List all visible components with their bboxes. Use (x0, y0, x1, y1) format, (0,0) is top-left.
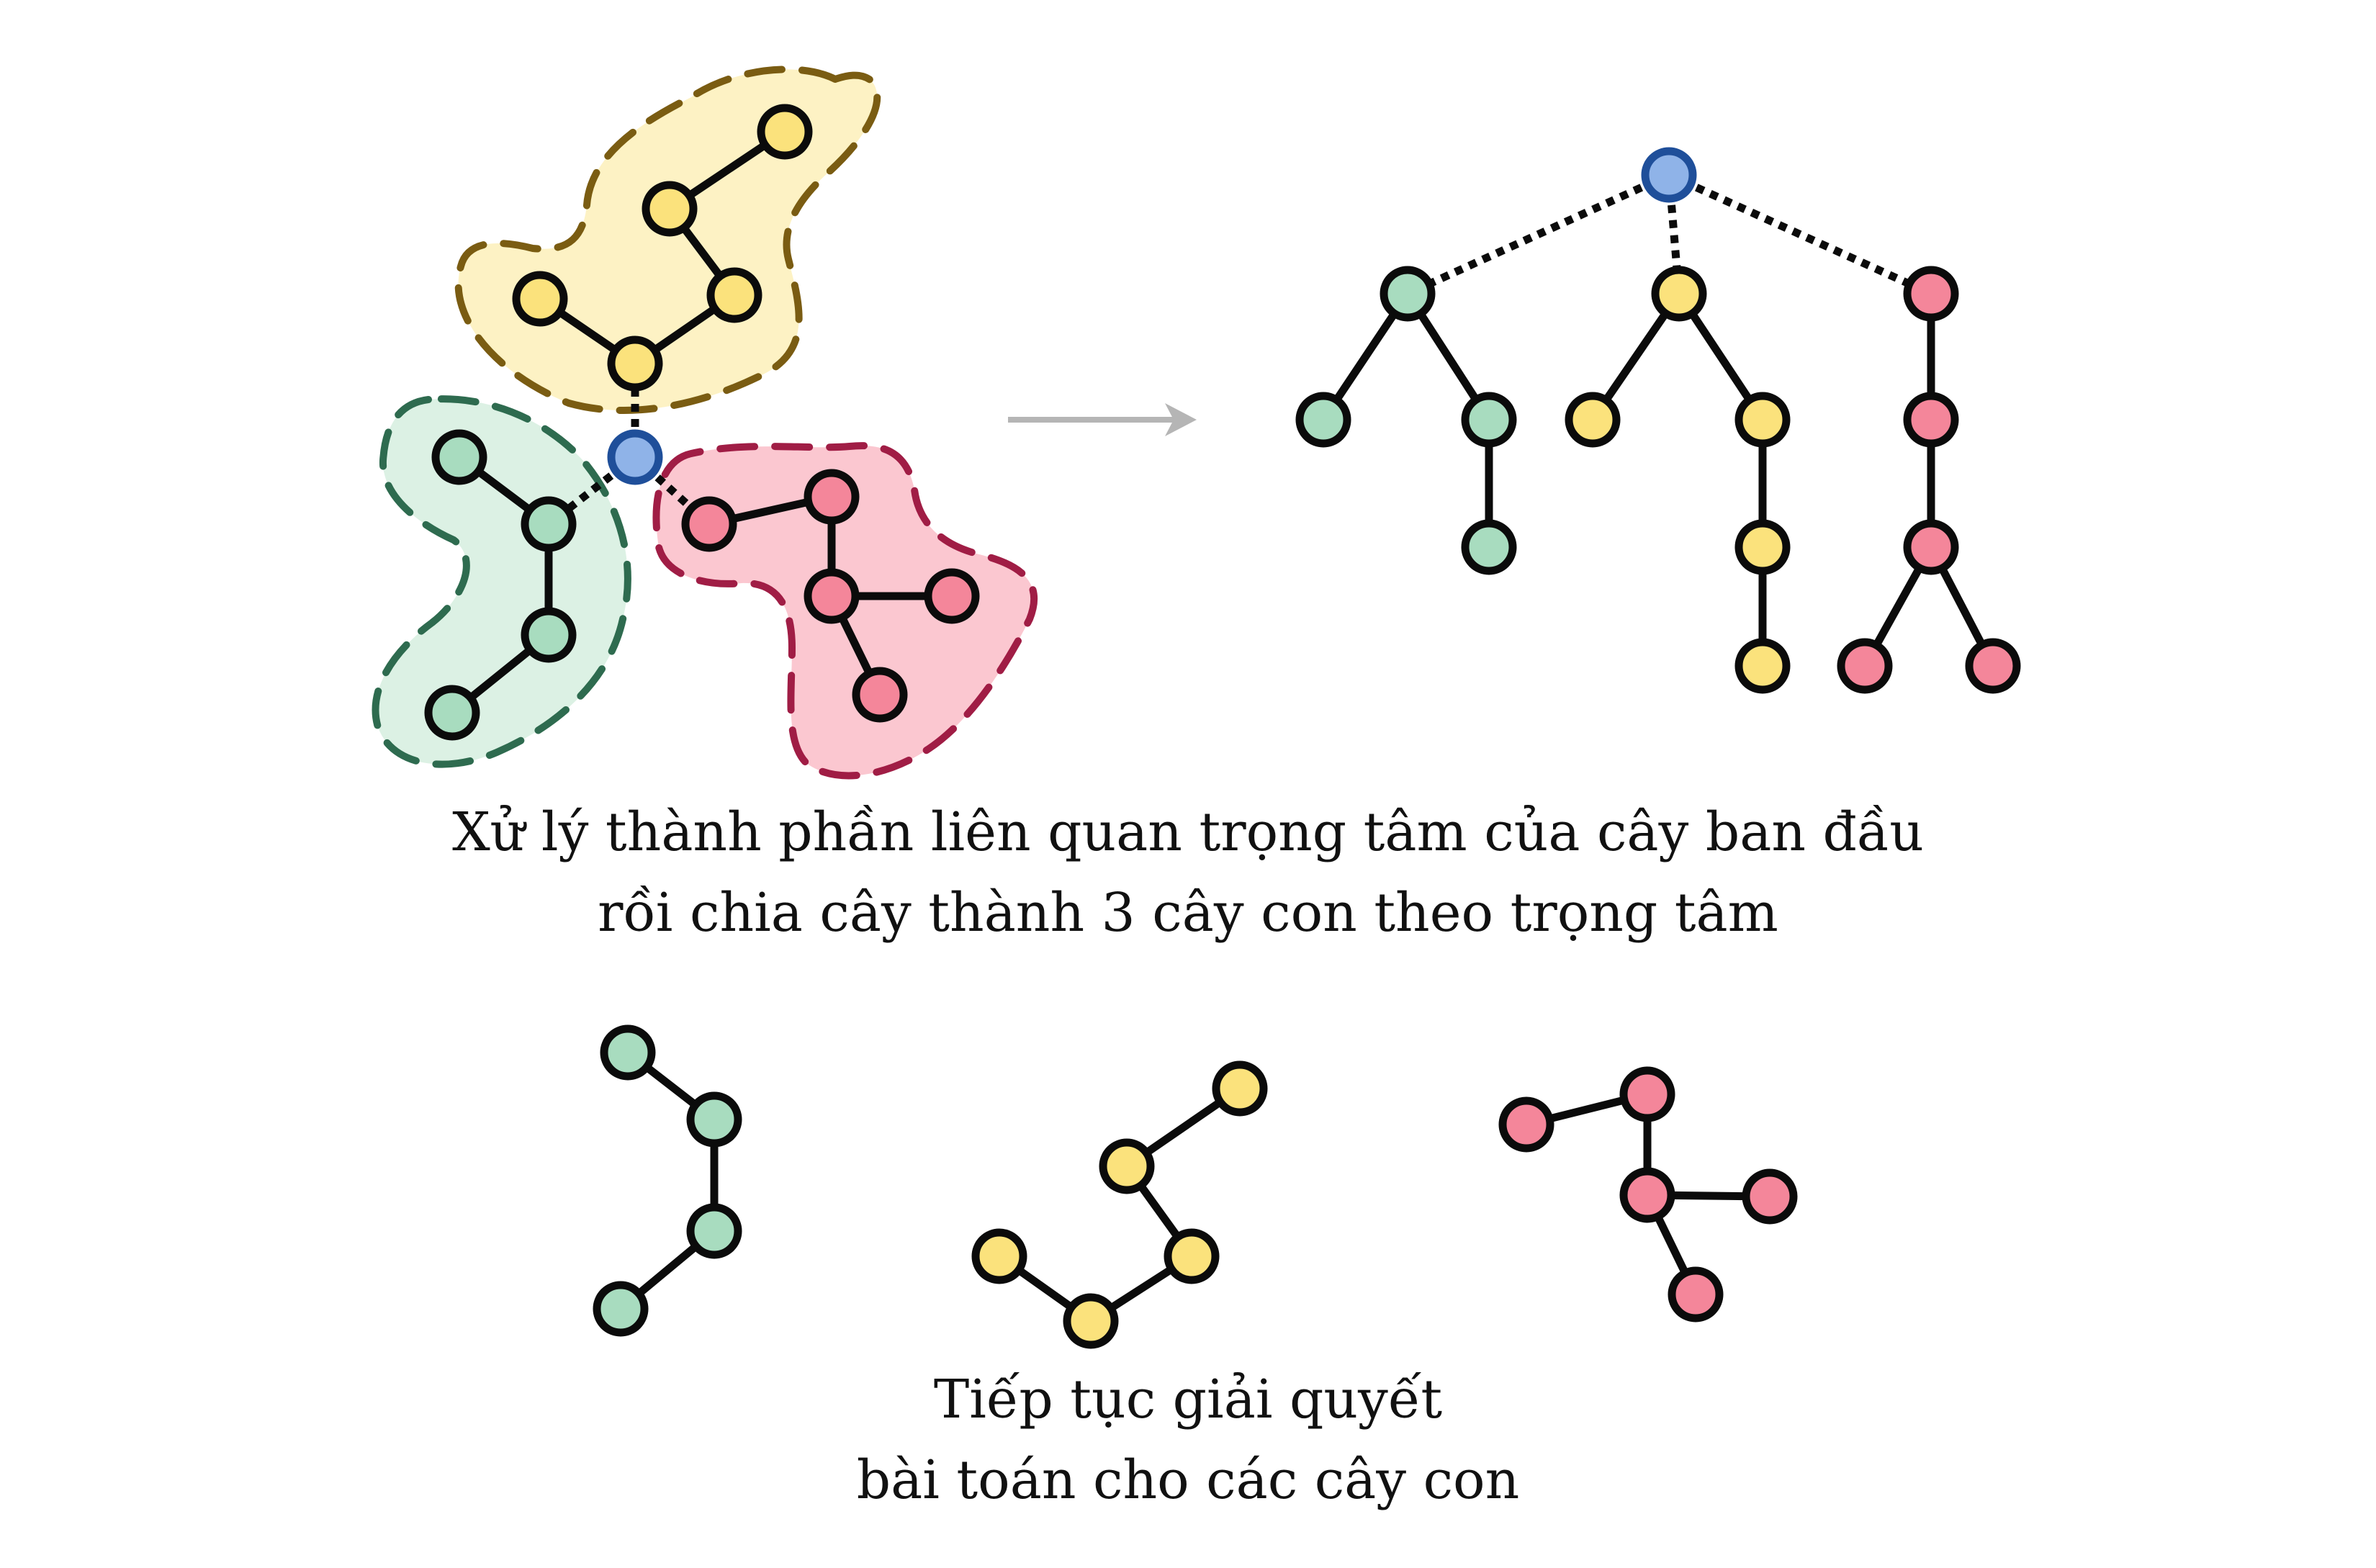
bottom-caption-line-1: Tiếp tục giải quyết (933, 1369, 1443, 1430)
root-link-pink (1667, 171, 1933, 298)
pink-node (1498, 1096, 1554, 1153)
pink-node (852, 667, 908, 723)
pink-node (1742, 1168, 1798, 1225)
yellow-node (607, 335, 663, 392)
green-node (424, 685, 480, 741)
pink-node (924, 568, 980, 624)
pink-node (1965, 638, 2021, 694)
yellow-node (1212, 1060, 1268, 1117)
root-link-green (1405, 171, 1671, 298)
yellow-cluster-blob (454, 66, 881, 414)
pink-node (681, 496, 737, 552)
green-node (1461, 519, 1517, 575)
pink-node (1619, 1167, 1675, 1223)
yellow-node (1063, 1293, 1119, 1349)
green-node (593, 1281, 649, 1337)
green-node (600, 1024, 656, 1081)
pink-node (1903, 266, 1959, 322)
green-node (1295, 392, 1351, 448)
yellow-node (1734, 638, 1791, 694)
bottom-caption: Tiếp tục giải quyết bài toán cho các cây… (0, 1359, 2376, 1520)
pink-node (804, 568, 860, 624)
pink-node (1668, 1266, 1724, 1323)
green-subtree (593, 1024, 742, 1337)
centroid-node (607, 429, 663, 485)
yellow-node (1099, 1138, 1155, 1194)
yellow-node (1164, 1228, 1220, 1284)
green-cluster-blob (372, 395, 631, 768)
pink-node (1903, 519, 1959, 575)
green-node (521, 607, 577, 663)
yellow-node (642, 181, 698, 237)
bottom-caption-line-2: bài toán cho các cây con (856, 1449, 1520, 1511)
green-node (686, 1203, 742, 1259)
green-node (1461, 392, 1517, 448)
pink-node (1903, 392, 1959, 448)
yellow-node (1651, 266, 1707, 322)
top-caption-line-2: rồi chia cây thành 3 cây con theo trọng … (598, 882, 1778, 944)
yellow-node (1565, 392, 1621, 448)
green-node (1380, 266, 1436, 322)
yellow-node (512, 271, 568, 327)
centroid-root-node (1641, 147, 1697, 203)
green-node (686, 1091, 742, 1148)
pink-node (804, 469, 860, 525)
yellow-node (706, 267, 762, 323)
pink-subtree (1498, 1066, 1798, 1323)
top-caption-line-1: Xử lý thành phần liên quan trọng tâm của… (452, 801, 1924, 863)
pink-node (1619, 1066, 1675, 1122)
top-caption: Xử lý thành phần liên quan trọng tâm của… (0, 792, 2376, 953)
yellow-node (971, 1228, 1027, 1284)
yellow-node (1734, 392, 1791, 448)
rooted-tree (1295, 147, 2021, 694)
transform-arrow (1008, 403, 1197, 436)
green-node (521, 496, 577, 552)
yellow-node (757, 104, 813, 160)
pink-node (1837, 638, 1893, 694)
yellow-subtree (971, 1060, 1268, 1349)
green-node (431, 429, 487, 485)
original-tree (372, 66, 1038, 780)
yellow-node (1734, 519, 1791, 575)
